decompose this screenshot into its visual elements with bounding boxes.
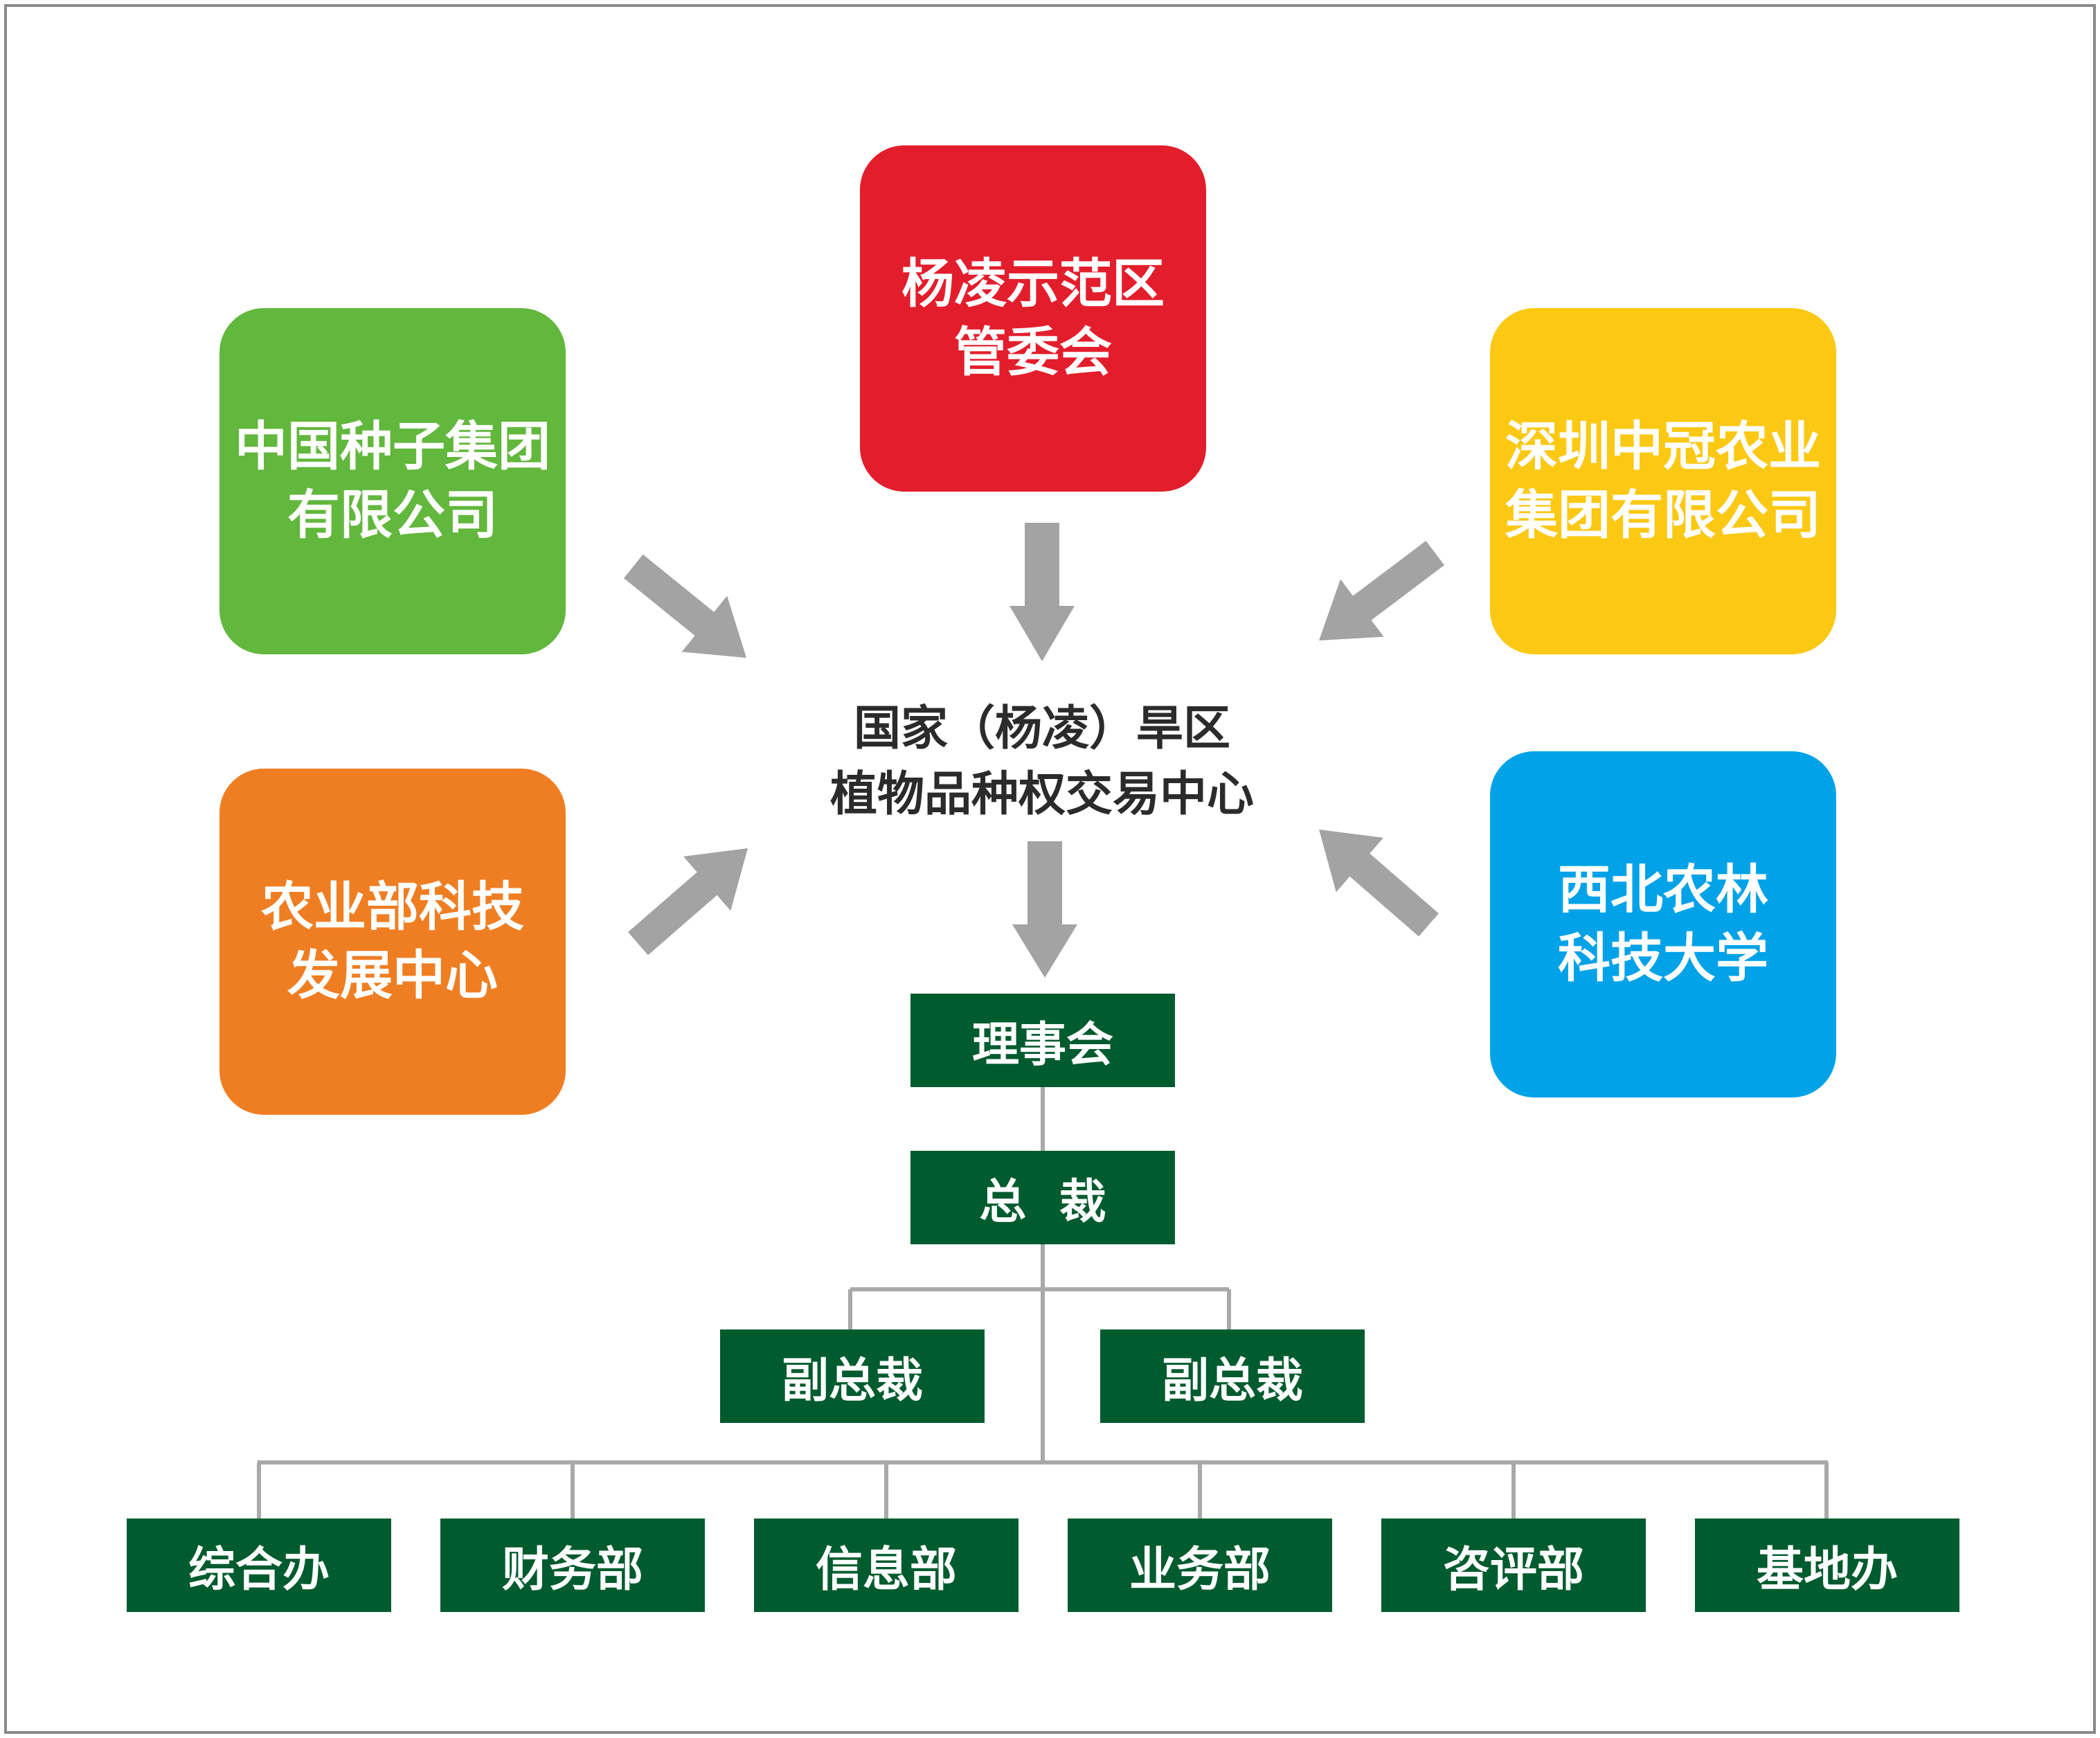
- org-connector-lines: [257, 1087, 1829, 1518]
- stakeholder-moa-tech-center: 农业部科技 发展中心: [219, 769, 566, 1115]
- stakeholder-label-line2: 有限公司: [287, 484, 498, 546]
- org-box-president: 总 裁: [910, 1151, 1175, 1244]
- org-box-vice-president: 副总裁: [1100, 1329, 1365, 1423]
- org-box-department: 财务部: [440, 1518, 705, 1612]
- stakeholder-label-line1: 杨凌示范区: [901, 253, 1165, 315]
- arrow-from-yellow: [1319, 541, 1444, 640]
- stakeholder-label-line2: 管委会: [954, 321, 1112, 383]
- org-box-board: 理事会: [910, 994, 1175, 1087]
- arrow-from-blue: [1319, 830, 1439, 937]
- center-title: 国家（杨凌）旱区 植物品种权交易中心: [762, 696, 1322, 827]
- arrow-from-red: [1009, 523, 1075, 661]
- stakeholder-shenzhen-zhongguan: 深圳中冠农业 集团有限公司: [1490, 308, 1836, 654]
- stakeholder-nw-af-university: 西北农林 科技大学: [1490, 751, 1836, 1098]
- stakeholder-china-seed-group: 中国种子集团 有限公司: [219, 308, 566, 654]
- stakeholder-label-line1: 西北农林: [1558, 859, 1768, 921]
- arrow-from-orange: [628, 848, 748, 956]
- outer-frame: [4, 4, 2096, 1734]
- arrow-to-board: [1012, 841, 1077, 978]
- stakeholder-label-line1: 深圳中冠农业: [1505, 415, 1821, 478]
- org-box-department: 基地办: [1695, 1518, 1959, 1612]
- stakeholder-yangling-committee: 杨凌示范区 管委会: [860, 145, 1206, 492]
- stakeholder-label-line2: 发展中心: [287, 944, 498, 1006]
- org-box-department: 咨评部: [1381, 1518, 1646, 1612]
- org-box-department: 业务部: [1068, 1518, 1332, 1612]
- stakeholder-label-line1: 农业部科技: [261, 876, 524, 938]
- center-title-line2: 植物品种权交易中心: [829, 767, 1254, 823]
- org-box-department: 信息部: [754, 1518, 1018, 1612]
- center-title-line1: 国家（杨凌）旱区: [853, 701, 1230, 756]
- stakeholder-label-line1: 中国种子集团: [235, 415, 550, 478]
- org-box-department: 综合办: [127, 1518, 391, 1612]
- org-box-vice-president: 副总裁: [720, 1329, 985, 1423]
- arrow-from-green: [623, 554, 746, 658]
- stakeholder-label-line2: 科技大学: [1558, 927, 1768, 989]
- stakeholder-label-line2: 集团有限公司: [1505, 484, 1821, 546]
